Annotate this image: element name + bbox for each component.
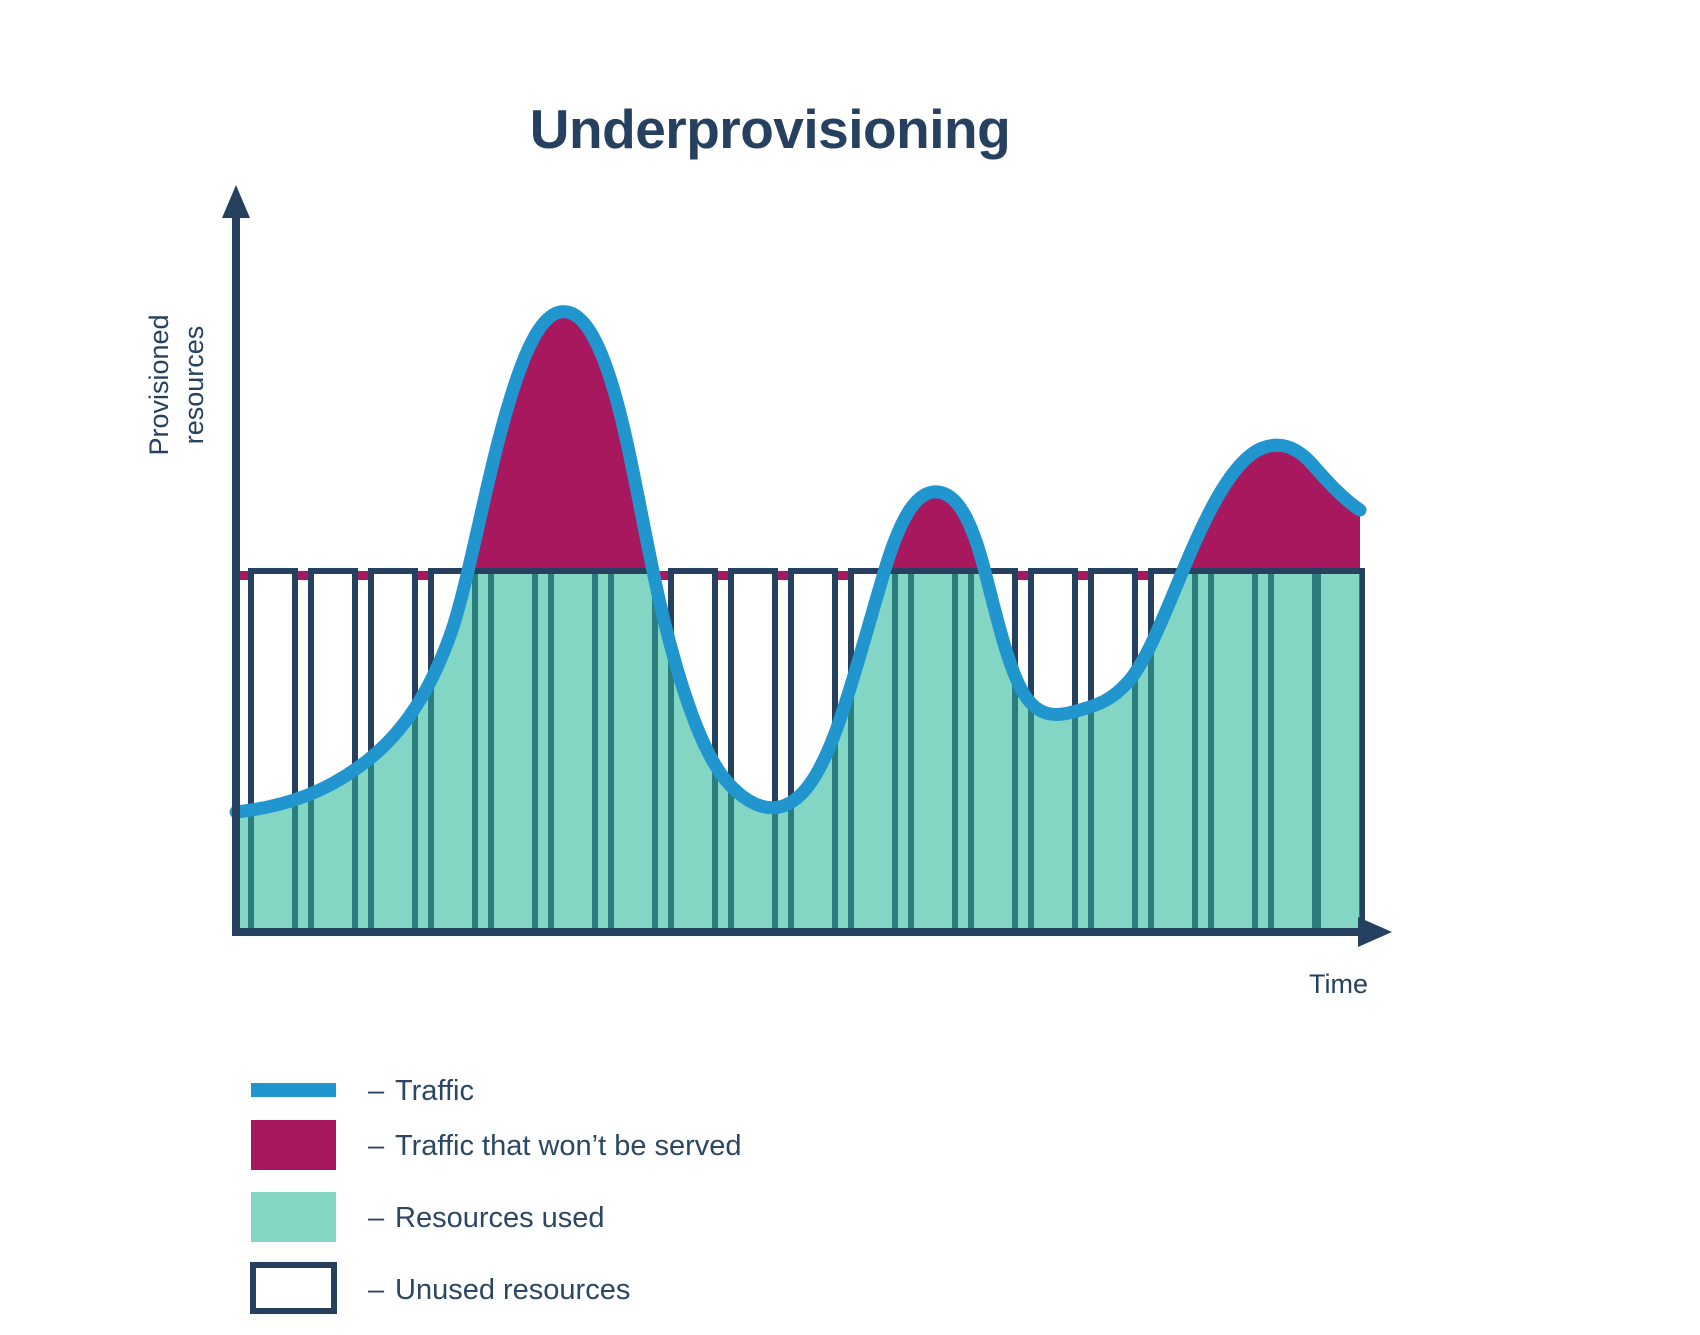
unserved-traffic-area — [236, 311, 1360, 580]
legend-label-resources-used: Resources used — [395, 1202, 605, 1234]
legend-dash-2: – — [368, 1202, 385, 1234]
x-axis-label: Time — [1309, 969, 1368, 999]
legend-item-unserved[interactable]: – Traffic that won’t be served — [251, 1120, 742, 1170]
legend: – Traffic – Traffic that won’t be served… — [250, 1075, 742, 1314]
legend-swatch-unserved — [251, 1120, 336, 1170]
legend-label-unserved: Traffic that won’t be served — [395, 1130, 742, 1162]
x-axis-arrowhead — [1358, 917, 1392, 947]
legend-label-unused-resources: Unused resources — [395, 1274, 630, 1306]
axis-group — [222, 185, 1392, 947]
legend-dash-0: – — [368, 1075, 385, 1107]
legend-item-traffic[interactable]: – Traffic — [251, 1075, 474, 1107]
legend-swatch-unused-resources — [250, 1262, 337, 1314]
page-title: Underprovisioning — [530, 98, 1010, 160]
y-axis-label-line2: resources — [179, 326, 209, 445]
y-axis-arrowhead — [222, 185, 250, 218]
legend-item-unused-resources[interactable]: – Unused resources — [250, 1262, 630, 1314]
y-axis-label-line1: Provisioned — [144, 314, 174, 455]
legend-swatch-traffic-line — [251, 1083, 336, 1097]
legend-swatch-resources-used — [251, 1192, 336, 1242]
legend-dash-3: – — [368, 1274, 385, 1306]
legend-dash-1: – — [368, 1130, 385, 1162]
legend-item-resources-used[interactable]: – Resources used — [251, 1192, 605, 1242]
y-axis-label: Provisioned resources — [144, 314, 209, 455]
legend-label-traffic: Traffic — [395, 1075, 474, 1107]
